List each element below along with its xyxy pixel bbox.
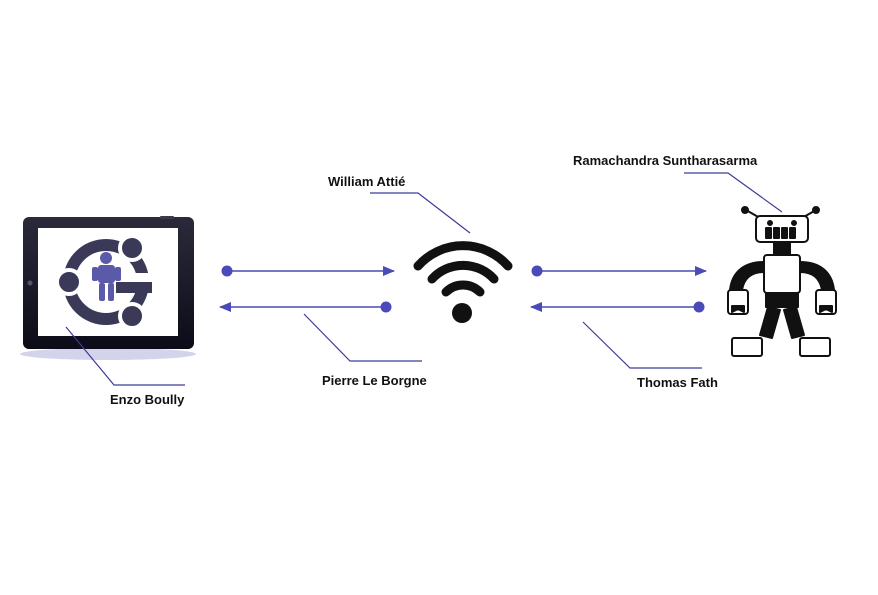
ubuntu-robot-logo-icon — [55, 234, 155, 330]
arrow-robot-to-wifi — [530, 301, 705, 313]
label-left-link-person: Pierre Le Borgne — [322, 373, 427, 388]
leader-tablet-person — [65, 326, 185, 386]
robot-icon — [727, 206, 837, 357]
arrow-tablet-to-wifi — [221, 265, 395, 277]
label-right-link-person: Thomas Fath — [637, 375, 718, 390]
label-robot-person: Ramachandra Suntharasarma — [573, 153, 758, 168]
label-tablet-person: Enzo Boully — [110, 392, 185, 407]
leader-lines — [65, 172, 783, 386]
wifi-icon — [413, 241, 513, 323]
tablet-icon — [20, 216, 196, 360]
leader-left-link-person — [303, 313, 422, 362]
leader-robot-person — [684, 172, 783, 213]
label-wifi-person: William Attié — [328, 174, 405, 189]
leader-right-link-person — [582, 321, 702, 369]
arrow-wifi-to-tablet — [219, 301, 392, 313]
arrow-wifi-to-robot — [531, 265, 707, 277]
arrows — [219, 265, 707, 313]
leader-wifi-person — [370, 192, 471, 234]
